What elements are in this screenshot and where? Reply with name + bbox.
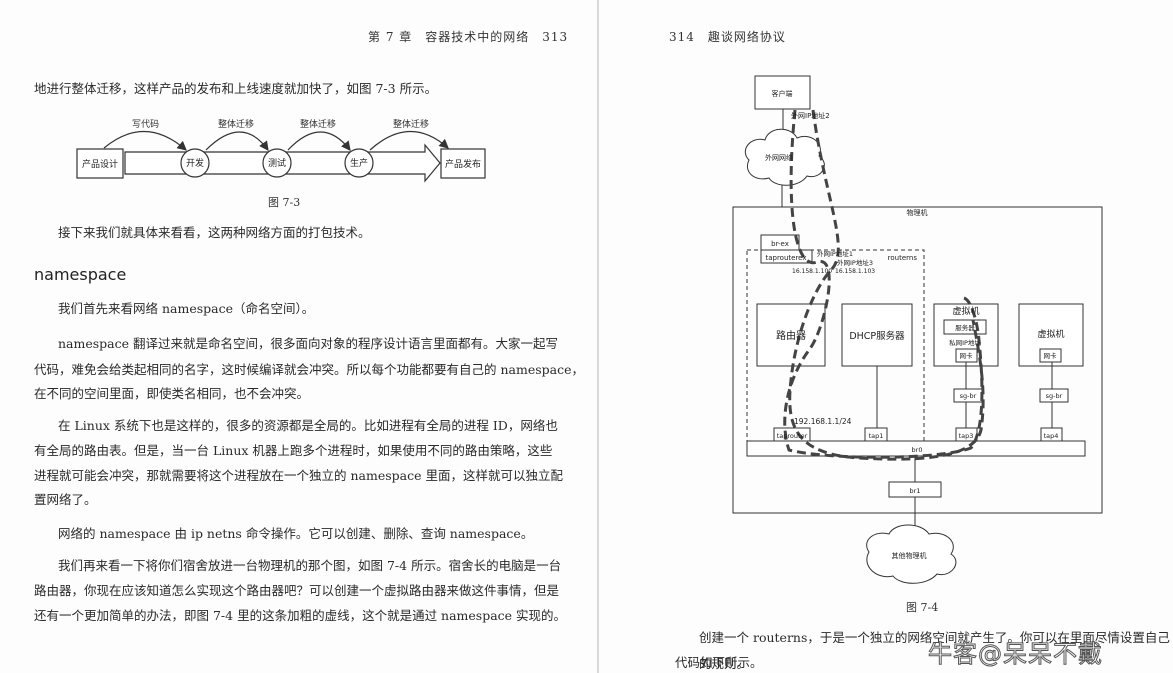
ip-b-label: 16.158.1.103 (835, 268, 875, 275)
taprouter-label: taprouter (777, 432, 808, 440)
client-label: 客户端 (772, 89, 793, 98)
left-paragraph-4-line-2: 代码，难免会给类起相同的名字，这时候编译就会冲突。所以每个功能都要有自己的 na… (34, 362, 584, 377)
dhcp-label: DHCP服务器 (849, 330, 905, 342)
ext-ip2-label: 外网IP地址2 (791, 111, 830, 120)
ext-ip3-label: 外网IP地址3 (837, 258, 873, 267)
router-box (756, 303, 826, 367)
sgbr2-box (1039, 388, 1069, 403)
sgbr1-label: sg-br (960, 392, 977, 400)
other-machine-label: 其他物理机 (892, 551, 927, 560)
right-page: 314 趣谈网络协议 (599, 0, 1173, 673)
vm2-label: 虚拟机 (1037, 328, 1064, 340)
left-paragraph-3: 我们首先来看网络 namespace（命名空间）。 (58, 301, 315, 316)
arc-1 (103, 130, 187, 151)
left-page: 第 7 章 容器技术中的网络 313 地进行整体迁移，这样产品的发布和上线速度就… (34, 30, 584, 623)
tap1-label: tap1 (869, 432, 884, 440)
vm1-label: 虚拟机 (952, 305, 979, 317)
box-product-design-label: 产品设计 (82, 158, 118, 170)
book-gutter (597, 0, 599, 673)
br0-label: br0 (912, 446, 923, 454)
arc-4 (369, 130, 449, 151)
circle-test (262, 148, 292, 178)
left-paragraph-7-line-1: 我们再来看一下将你们宿舍放进一台物理机的那个图，如图 7-4 所示。宿舍长的电脑… (58, 558, 562, 573)
nic2-box (1039, 348, 1062, 363)
other-cloud (866, 524, 957, 584)
tap3-label: tap3 (959, 432, 974, 440)
circle-dev-label: 开发 (186, 157, 204, 169)
sgbr2-label: sg-br (1046, 392, 1063, 400)
arc-label-1: 写代码 (132, 119, 159, 130)
circle-prod (344, 148, 374, 178)
circle-dev (180, 148, 210, 178)
nic1-label: 网卡 (960, 351, 974, 360)
arc-label-4: 整体迁移 (393, 118, 429, 130)
left-running-header: 第 7 章 容器技术中的网络 313 (368, 30, 569, 44)
left-paragraph-5-line-3: 进程就可能会冲突，那就需要将这个进程放在一个独立的 namespace 里面，这… (34, 468, 563, 483)
figure-7-3-caption: 图 7-3 (268, 196, 301, 209)
arc-label-3: 整体迁移 (300, 118, 336, 130)
nic2-label: 网卡 (1044, 351, 1058, 360)
dhcp-box (841, 303, 913, 367)
left-paragraph-7-line-3: 还有一个更加简单的办法，即图 7-4 里的这条加粗的虚线，这个就是通过 name… (34, 608, 567, 623)
router-label: 路由器 (776, 329, 806, 342)
ip-a-label: 16.158.1.100 (792, 268, 832, 275)
arc-3 (287, 131, 351, 151)
external-cloud (744, 128, 825, 186)
right-paragraph-1-line-2: 代码如下所示。 (675, 655, 763, 670)
figure-7-3: 写代码 整体迁移 整体迁移 整体迁移 产品设计 产品发布 开发 测试 生产 (76, 118, 486, 183)
left-paragraph-6: 网络的 namespace 由 ip netns 命令操作。它可以创建、删除、查… (58, 526, 534, 541)
watermark-text: 牛客@呆呆不戴 (928, 640, 1103, 669)
physical-label: 物理机 (907, 208, 928, 217)
physical-machine (732, 206, 1103, 514)
section-heading-namespace: namespace (34, 265, 127, 284)
subnet-label: 192.168.1.1/24 (794, 417, 852, 426)
server-label: 服务器 (955, 323, 975, 332)
box-product-design (76, 148, 124, 179)
routerns-label: routerns (888, 254, 918, 262)
left-paragraph-5-line-2: 有全局的路由表。但是，当一台 Linux 机器上跑多个进程时，如果使用不同的路由… (34, 443, 553, 458)
right-paragraph-1-line-1: 创建一个 routerns，于是一个独立的网络空间就产生了。你可以在里面尽情设置… (699, 630, 1170, 671)
route-path-2 (788, 109, 985, 461)
brex-label: br-ex (771, 240, 789, 248)
box-product-release (440, 148, 486, 179)
left-paragraph-5-line-1: 在 Linux 系统下也是这样的，很多的资源都是全局的。比如进程有全局的进程 I… (58, 418, 558, 433)
left-paragraph-4-line-3: 在不同的空间里面，即使类名相同，也不会冲突。 (34, 386, 310, 401)
figure-7-4: 客户端 外网IP地址2 外网网络 物理机 br-ex taprouterex 外… (732, 75, 1103, 584)
left-paragraph-7-line-2: 路由器，你现在应该知道怎么实现这个路由器吧？可以创建一个虚拟路由器来做这件事情，… (34, 583, 560, 598)
taprouterex-box (760, 249, 813, 264)
ext-net-label: 外网网络 (765, 153, 793, 162)
left-paragraph-1: 地进行整体迁移，这样产品的发布和上线速度就加快了，如图 7-3 所示。 (34, 81, 438, 96)
figure-7-4-caption: 图 7-4 (906, 601, 939, 614)
box-product-release-label: 产品发布 (445, 158, 481, 170)
tap4-label: tap4 (1044, 432, 1059, 440)
circle-prod-label: 生产 (350, 157, 368, 169)
priv-ip-label: 私网IP地址 (949, 338, 981, 347)
right-running-header: 314 趣谈网络协议 (669, 30, 786, 44)
br1-label: br1 (910, 487, 921, 495)
taprouterex-label: taprouterex (765, 254, 806, 262)
circle-test-label: 测试 (268, 157, 286, 169)
arc-2 (205, 131, 269, 151)
left-paragraph-4-line-1: namespace 翻译过来就是命名空间，很多面向对象的程序设计语言里面都有。大… (58, 336, 558, 351)
route-path-1 (783, 109, 984, 459)
client-box (754, 75, 811, 110)
ext-ip1-label: 外网IP地址1 (817, 249, 853, 258)
arc-label-2: 整体迁移 (218, 118, 254, 130)
left-paragraph-5-line-4: 置网络了。 (34, 492, 97, 507)
left-paragraph-2: 接下来我们就具体来看看，这两种网络方面的打包技术。 (58, 225, 371, 240)
